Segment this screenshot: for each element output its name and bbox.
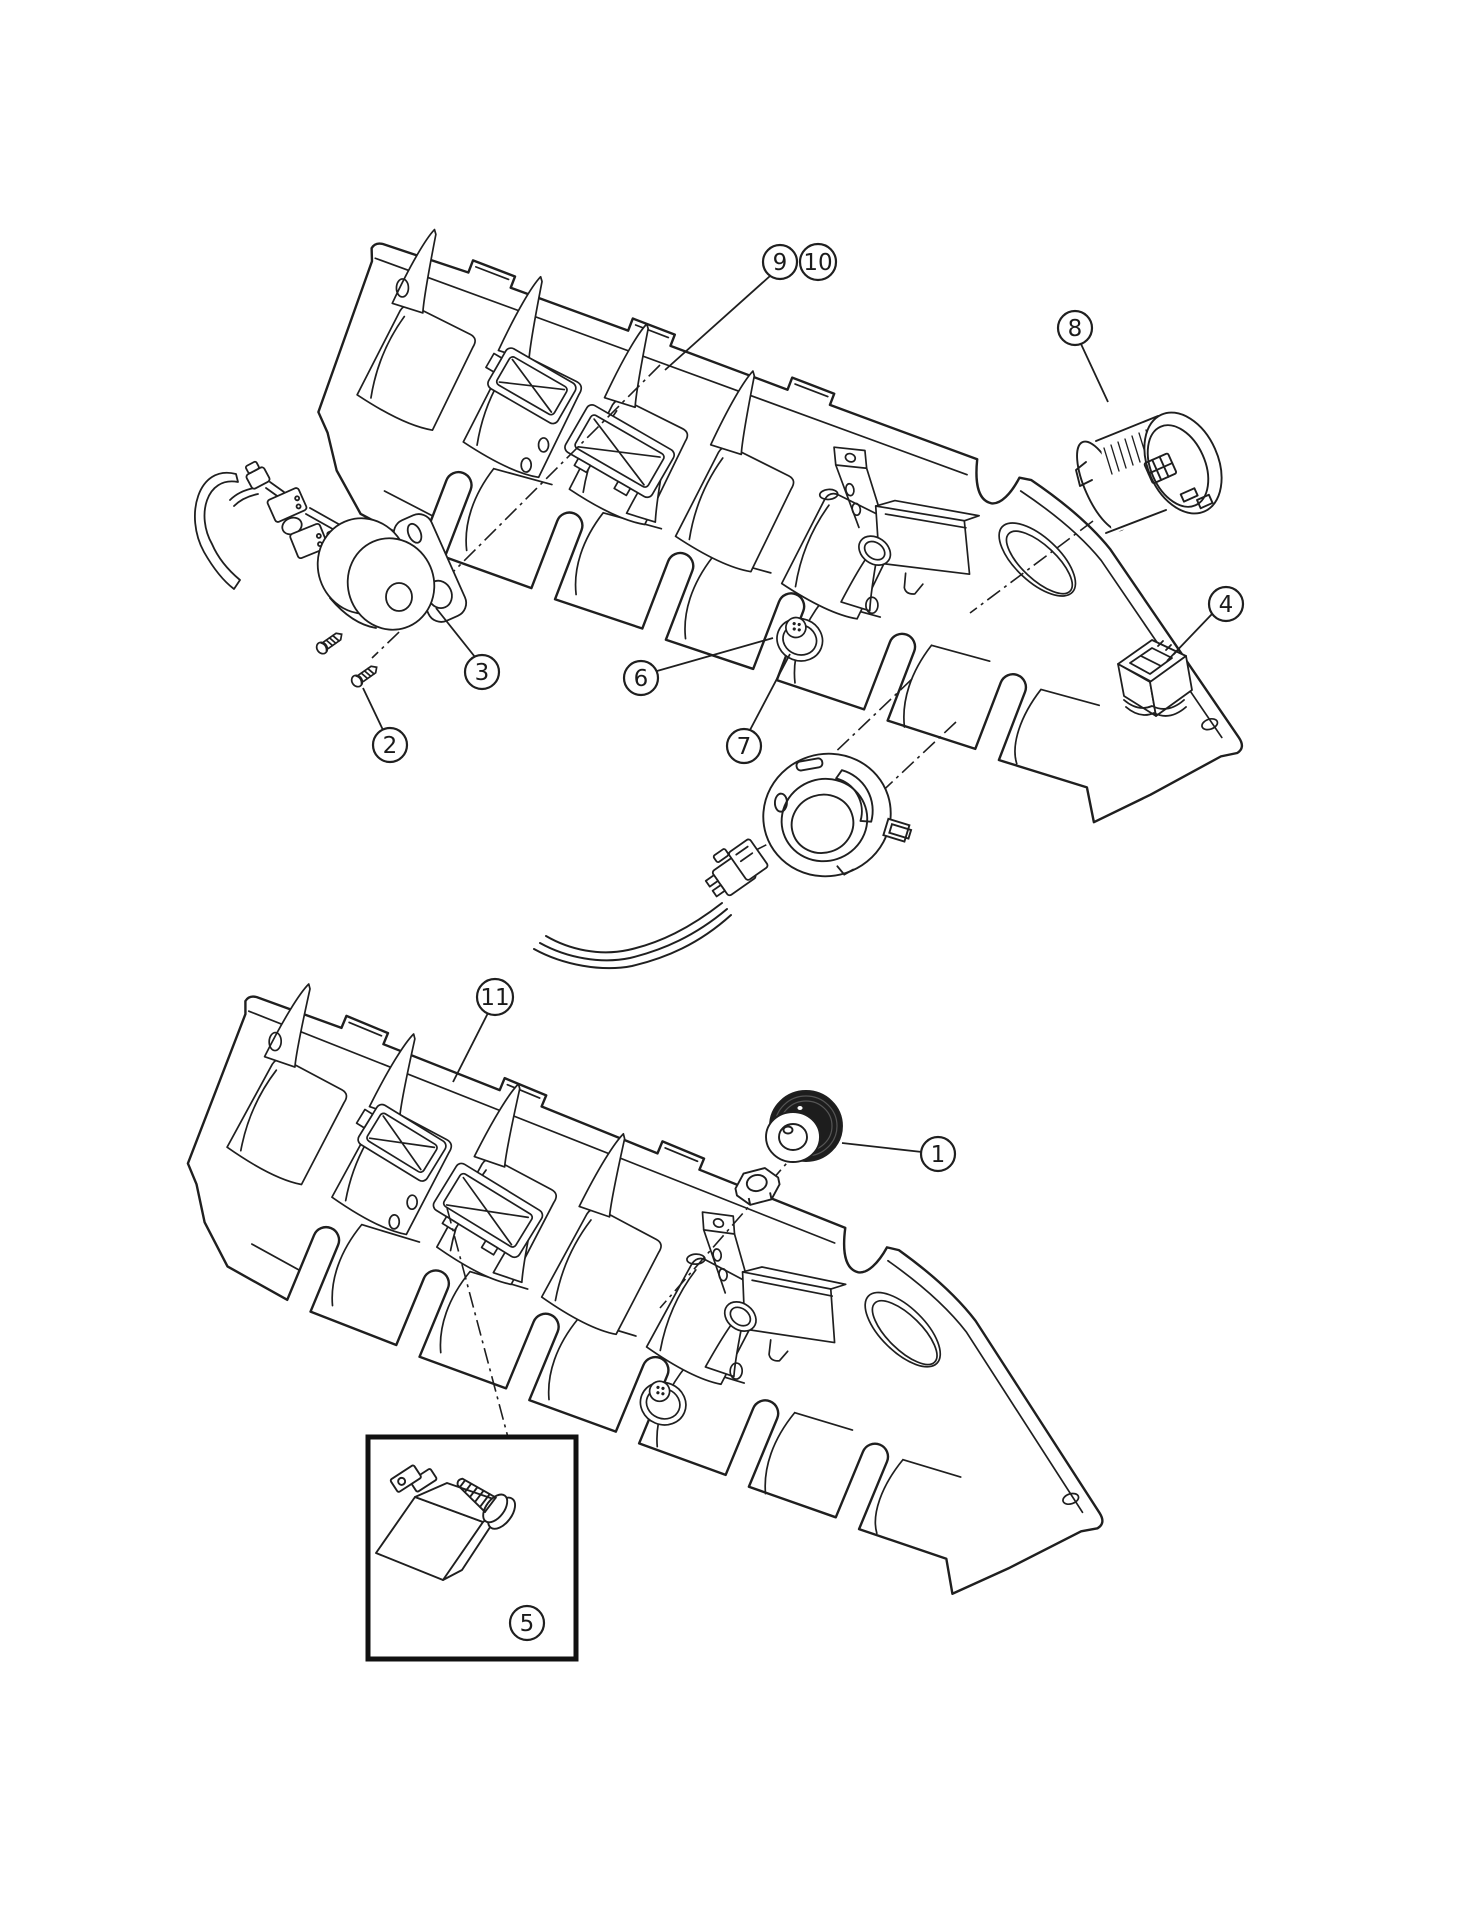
rocker-switch [1117, 639, 1193, 717]
screw-b [348, 661, 381, 690]
callout-7-label: 7 [737, 734, 752, 760]
callout-8-label: 8 [1068, 316, 1083, 342]
callout-7-circle [725, 727, 763, 765]
callout-2-label: 2 [383, 733, 398, 759]
callout-3-label: 3 [475, 660, 490, 686]
callout-9-label: 9 [773, 250, 788, 276]
callout-1-circle [919, 1135, 957, 1173]
callout-4-label: 4 [1219, 592, 1234, 618]
callout-10-label: 10 [803, 250, 832, 276]
horn-body-front [346, 537, 436, 631]
callout-9-circle [761, 243, 799, 281]
callout-11: 11 [475, 977, 515, 1017]
callout-1: 1 [919, 1135, 957, 1173]
upper-view: 9 10 8 3 2 6 7 4 [194, 209, 1313, 970]
callout-5: 5 [508, 1604, 546, 1642]
callout-8-circle [1056, 309, 1094, 347]
callout-6-circle [622, 659, 660, 697]
callout-5-circle [508, 1604, 546, 1642]
lower-axis-lines [446, 1147, 801, 1461]
lock-ring [762, 752, 913, 878]
callout-9: 9 [761, 243, 799, 281]
screw-a [313, 628, 346, 657]
inset-switch [375, 1464, 516, 1581]
lower-panel [138, 962, 1178, 1638]
wire-connector [533, 838, 769, 970]
callout-2-circle [371, 726, 409, 764]
callout-1-label: 1 [931, 1142, 946, 1168]
inset-switch-terminals [389, 1464, 438, 1493]
callout-11-circle [475, 977, 515, 1017]
knurled-knob [765, 1090, 843, 1163]
callout-10-circle [798, 242, 838, 282]
callout-2: 2 [371, 726, 409, 764]
callout-10: 10 [798, 242, 838, 282]
inset-box: 5 [365, 1434, 579, 1662]
callout-7: 7 [725, 727, 763, 765]
callout-6: 6 [622, 659, 660, 697]
callout-3: 3 [463, 653, 501, 691]
hex-nut [734, 1167, 781, 1206]
callout-8: 8 [1056, 309, 1094, 347]
gauge-pod [1075, 411, 1223, 534]
inset-switch-threads [456, 1477, 516, 1530]
callout-3-circle [463, 653, 501, 691]
callout-4: 4 [1207, 585, 1245, 623]
callout-5-label: 5 [520, 1611, 535, 1637]
callout-11-label: 11 [480, 985, 509, 1011]
callout-6-label: 6 [634, 666, 649, 692]
upper-leaders [362, 275, 1213, 731]
lower-view: 5 11 1 [138, 962, 1178, 1662]
horn-wire-loop [194, 471, 241, 590]
callout-4-circle [1207, 585, 1245, 623]
harness-wires [533, 902, 732, 970]
horn-assembly [194, 460, 468, 631]
